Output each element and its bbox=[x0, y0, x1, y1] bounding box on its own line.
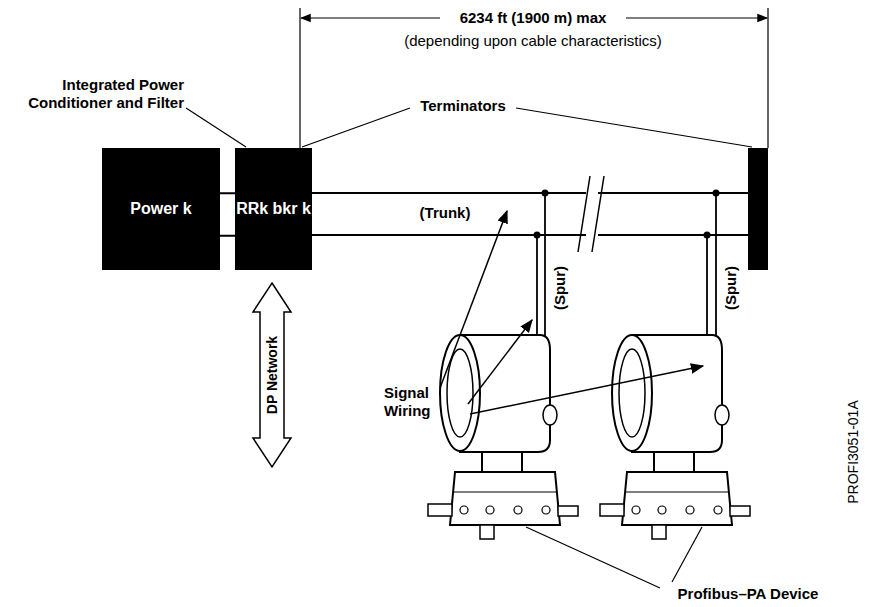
transmitter-figure bbox=[600, 335, 750, 539]
flange-bolt bbox=[686, 506, 694, 514]
spur-wire bbox=[544, 193, 546, 336]
leader-line bbox=[302, 108, 410, 147]
dimension-tick bbox=[299, 8, 300, 148]
flange-bolt bbox=[714, 506, 722, 514]
leader-line bbox=[526, 527, 660, 588]
flange-bolt bbox=[542, 506, 550, 514]
terminator-block bbox=[748, 148, 768, 270]
signal-arrow bbox=[468, 320, 532, 404]
dimension-line bbox=[626, 17, 767, 18]
break-mark bbox=[578, 176, 590, 252]
trunk-label: (Trunk) bbox=[420, 204, 471, 222]
leader-line bbox=[672, 527, 702, 582]
double-arrow bbox=[253, 283, 291, 467]
leader-line bbox=[186, 108, 246, 147]
leader-line bbox=[516, 108, 752, 147]
dimension-text: 6234 ft (1900 m) max bbox=[456, 9, 611, 27]
process-fitting bbox=[428, 504, 452, 516]
spur-label: (Spur) bbox=[722, 266, 740, 310]
flange-bolt bbox=[514, 506, 522, 514]
process-fitting bbox=[558, 506, 578, 516]
flange-bolt bbox=[486, 506, 494, 514]
signal-arrow bbox=[470, 366, 703, 414]
cap-ring bbox=[619, 349, 645, 437]
junction-dot bbox=[542, 190, 549, 197]
block-box: RRk bkr k bbox=[235, 148, 312, 270]
block-label: RRk bkr k bbox=[236, 200, 311, 218]
drain-valve bbox=[480, 525, 494, 539]
drain-valve bbox=[652, 525, 666, 539]
signal-arrow bbox=[440, 211, 507, 388]
figure-id: PROFI3051-01A bbox=[845, 400, 862, 504]
coplanar-flange bbox=[622, 472, 732, 525]
flange-bolt bbox=[658, 506, 666, 514]
trunk-wire bbox=[300, 234, 748, 236]
dimension-note: (depending upon cable characteristics) bbox=[404, 32, 662, 50]
dimension-tick bbox=[767, 8, 768, 148]
junction-dot bbox=[534, 232, 541, 239]
coplanar-flange bbox=[450, 472, 560, 525]
junction-dot bbox=[704, 232, 711, 239]
callout-label: Terminators bbox=[420, 97, 506, 115]
flange-bolt bbox=[460, 506, 468, 514]
housing-neck bbox=[654, 452, 694, 472]
dimension-line bbox=[301, 17, 440, 18]
housing-cap bbox=[440, 335, 480, 451]
junction-dot bbox=[713, 190, 720, 197]
break-mark bbox=[592, 176, 604, 252]
callout-label: Profibus–PA Device bbox=[678, 585, 819, 603]
flange-seam bbox=[453, 491, 557, 492]
conduit-entry bbox=[543, 405, 557, 425]
spur-wire bbox=[715, 193, 717, 336]
process-fitting bbox=[600, 504, 624, 516]
cap-ring bbox=[447, 349, 473, 437]
block-box: Power k bbox=[102, 148, 220, 270]
process-fitting bbox=[730, 506, 750, 516]
spur-label: (Spur) bbox=[551, 266, 569, 310]
housing-cap bbox=[612, 335, 652, 451]
flange-seam bbox=[625, 491, 729, 492]
transmitter-figure bbox=[428, 335, 578, 539]
network-label: DP Network bbox=[264, 336, 281, 414]
spur-wire bbox=[536, 235, 538, 336]
flange-bolt bbox=[632, 506, 640, 514]
spur-wire bbox=[706, 235, 708, 336]
callout-label: Signal Wiring bbox=[384, 384, 448, 420]
conduit-entry bbox=[715, 405, 729, 425]
block-label: Power k bbox=[130, 200, 191, 218]
housing-neck bbox=[482, 452, 522, 472]
callout-label: Integrated Power Conditioner and Filter bbox=[14, 76, 184, 112]
trunk-wire bbox=[300, 192, 748, 194]
power-wire bbox=[220, 193, 235, 236]
